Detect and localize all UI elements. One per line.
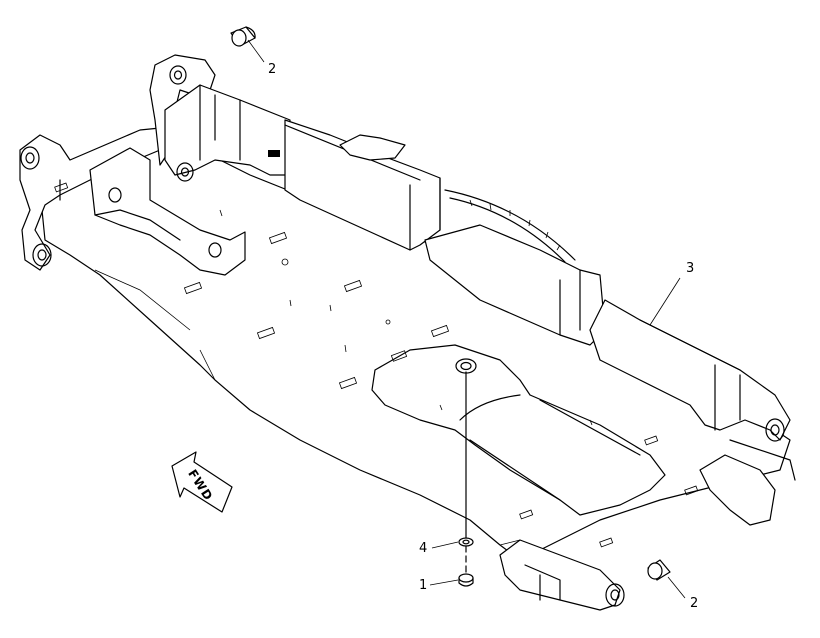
leader-1 xyxy=(429,579,459,586)
right-rear-rail xyxy=(589,299,796,526)
leader-2-top xyxy=(247,39,265,63)
callout-1: 1 xyxy=(419,578,428,593)
tank-cover xyxy=(371,344,666,516)
bushing-part-bottom xyxy=(647,559,671,581)
center-tower xyxy=(149,54,291,182)
callout-3: 3 xyxy=(686,261,695,276)
bolt-part xyxy=(458,573,474,587)
right-side-beam xyxy=(284,119,606,346)
washer-part xyxy=(458,537,474,547)
leader-3 xyxy=(649,277,681,326)
callout-4: 4 xyxy=(419,541,428,556)
bottom-front-rail xyxy=(499,539,625,611)
leader-4 xyxy=(431,541,459,549)
forward-arrow-icon xyxy=(171,451,233,513)
bushing-part-top xyxy=(230,26,256,47)
slot-marks xyxy=(54,182,699,548)
callout-2-bottom: 2 xyxy=(690,596,699,611)
swing-bearing xyxy=(444,189,576,263)
callout-2-top: 2 xyxy=(268,62,277,77)
leader-2-bottom xyxy=(667,576,686,599)
left-bulkhead xyxy=(89,147,246,276)
